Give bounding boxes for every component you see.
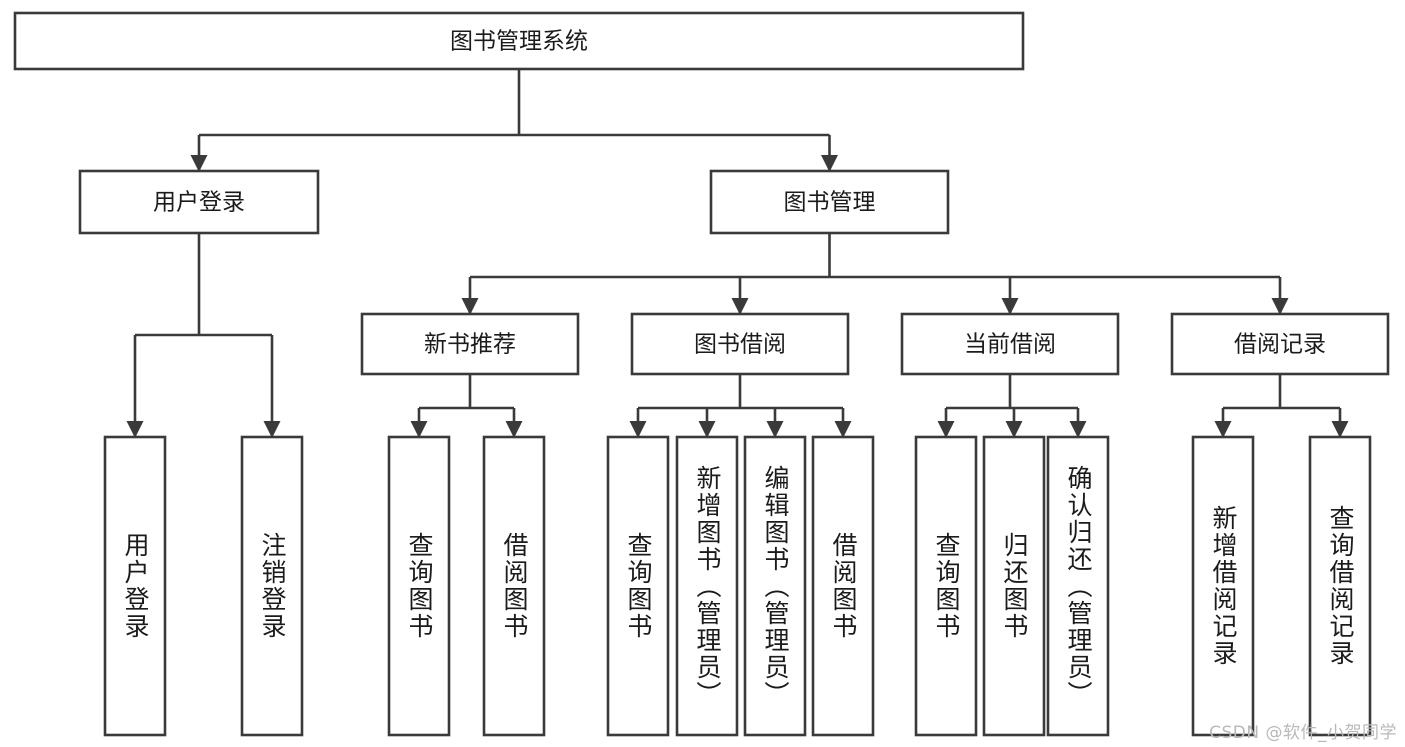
connector-arrowhead <box>629 421 647 438</box>
connector-arrowhead <box>1271 298 1289 315</box>
node-box-current-borrow[interactable] <box>900 312 1120 376</box>
nodes-layer <box>13 11 1390 737</box>
node-box-add-borrow-record[interactable] <box>1191 435 1255 737</box>
node-label-borrow-record: 借阅记录 <box>1234 332 1326 358</box>
node-label-book-borrow: 图书借阅 <box>694 332 786 358</box>
node-box-borrow-book-2[interactable] <box>811 435 875 737</box>
node-box-edit-book-admin[interactable] <box>743 435 807 737</box>
node-box-query-book-3[interactable] <box>914 435 978 737</box>
connector-arrowhead <box>834 421 852 438</box>
connector-arrowhead <box>1005 421 1023 438</box>
watermark-text: CSDN @软件_小贺同学 <box>1209 723 1397 743</box>
connector-arrowhead <box>698 421 716 438</box>
node-box-borrow-record[interactable] <box>1170 312 1390 376</box>
node-box-user-logout[interactable] <box>240 435 304 737</box>
connector-arrowhead <box>1069 421 1087 438</box>
node-box-add-book-admin[interactable] <box>675 435 739 737</box>
node-box-book-borrow[interactable] <box>630 312 850 376</box>
node-box-book-management[interactable] <box>709 169 950 235</box>
connector-arrowhead <box>263 421 281 438</box>
connector-arrowhead <box>126 421 144 438</box>
connector-arrowhead <box>410 421 428 438</box>
node-label-root: 图书管理系统 <box>450 29 588 55</box>
connector-arrowhead <box>821 155 838 172</box>
connector-arrowhead <box>505 421 523 438</box>
node-box-borrow-book-1[interactable] <box>482 435 546 737</box>
node-box-new-book-recommend[interactable] <box>360 312 580 376</box>
node-label-current-borrow: 当前借阅 <box>964 332 1056 358</box>
node-label-user-login: 用户登录 <box>153 190 245 216</box>
connector-arrowhead <box>461 298 479 315</box>
connector-arrowhead <box>731 298 749 315</box>
node-box-query-book-1[interactable] <box>387 435 451 737</box>
node-box-query-borrow-record[interactable] <box>1308 435 1372 737</box>
node-box-return-book[interactable] <box>982 435 1046 737</box>
node-label-book-management: 图书管理 <box>784 190 876 216</box>
node-box-user-login-do[interactable] <box>103 435 167 737</box>
connector-arrowhead <box>1331 421 1349 438</box>
node-box-confirm-return-admin[interactable] <box>1046 435 1110 737</box>
node-box-root[interactable] <box>13 11 1025 71</box>
connectors-layer <box>126 69 1349 438</box>
node-box-query-book-2[interactable] <box>606 435 670 737</box>
connector-arrowhead <box>766 421 784 438</box>
connector-arrowhead <box>1001 298 1019 315</box>
node-box-user-login[interactable] <box>78 169 320 235</box>
connector-arrowhead <box>937 421 955 438</box>
node-label-new-book-recommend: 新书推荐 <box>424 332 516 358</box>
connector-arrowhead <box>190 155 208 172</box>
connector-arrowhead <box>1214 421 1232 438</box>
